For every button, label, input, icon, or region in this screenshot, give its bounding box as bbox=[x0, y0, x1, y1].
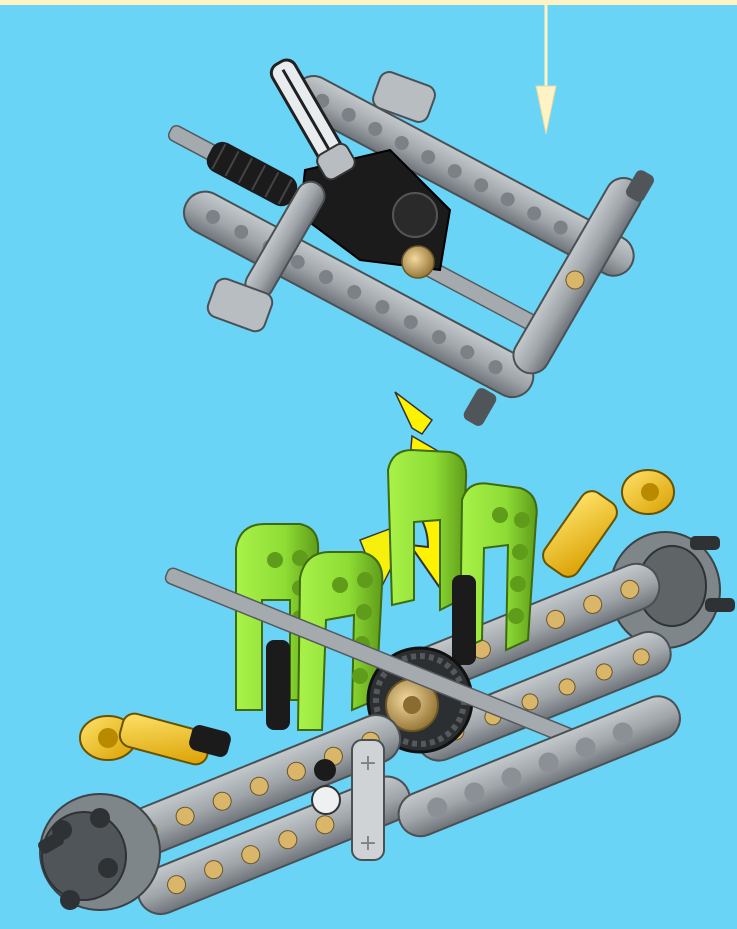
axle-chassis-assembly: + + bbox=[36, 450, 735, 921]
left-wheel-hub bbox=[36, 794, 160, 910]
down-arrow-icon bbox=[536, 4, 556, 134]
yellow-left-connector bbox=[80, 711, 233, 767]
svg-text:+: + bbox=[359, 751, 377, 776]
steering-frame-assembly bbox=[163, 54, 656, 428]
svg-text:+: + bbox=[359, 831, 377, 856]
green-frame-right bbox=[388, 450, 537, 665]
